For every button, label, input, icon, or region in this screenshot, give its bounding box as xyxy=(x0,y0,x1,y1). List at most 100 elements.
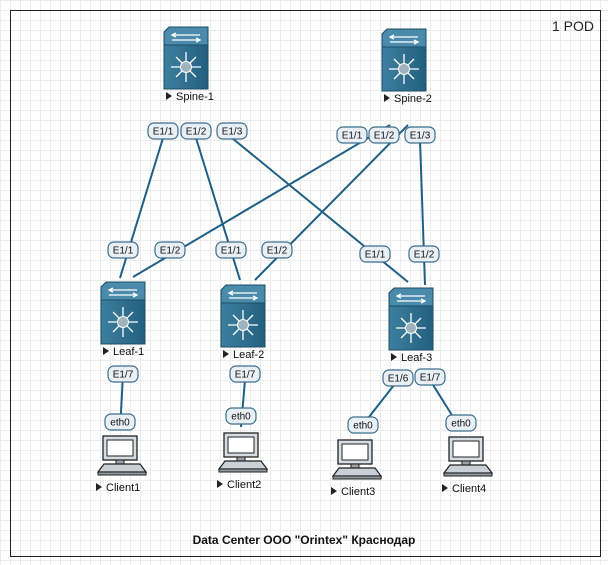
port-badge-bg xyxy=(215,241,247,259)
port-leaf3-E1-7: E1/7 xyxy=(414,368,446,386)
port-leaf3-E1-1: E1/1 xyxy=(359,245,391,263)
pc-icon xyxy=(96,435,148,476)
port-label: E1/6 xyxy=(388,374,409,385)
device-leaf1[interactable]: Leaf-1 xyxy=(100,281,146,358)
port-label: E1/2 xyxy=(186,127,207,138)
port-spine1-E1-1: E1/1 xyxy=(147,122,179,140)
device-label: Client3 xyxy=(341,486,375,498)
device-client3[interactable]: Client3 xyxy=(331,439,383,498)
port-label: eth0 xyxy=(451,419,471,430)
label-marker-icon xyxy=(217,480,223,488)
device-label: Client1 xyxy=(106,482,140,494)
label-marker-icon xyxy=(103,347,109,355)
device-client2[interactable]: Client2 xyxy=(217,432,269,491)
port-leaf1-E1-7: E1/7 xyxy=(107,365,139,383)
port-leaf3-E1-6: E1/6 xyxy=(382,369,414,387)
port-badge-bg xyxy=(107,241,139,259)
port-badge-bg xyxy=(414,368,446,386)
label-marker-icon xyxy=(166,92,172,100)
device-label: Leaf-2 xyxy=(233,349,264,361)
port-label: E1/1 xyxy=(365,250,386,261)
label-marker-icon xyxy=(384,94,390,102)
port-leaf1-E1-2: E1/2 xyxy=(154,241,186,259)
link-spine1-leaf2 xyxy=(195,137,241,281)
label-marker-icon xyxy=(391,353,397,361)
port-label: E1/7 xyxy=(420,373,441,384)
port-badge-bg xyxy=(180,122,212,140)
pod-frame xyxy=(10,10,601,557)
port-badge-bg xyxy=(382,369,414,387)
port-spine2-E1-3: E1/3 xyxy=(404,126,436,144)
port-badge-bg xyxy=(261,241,293,259)
port-label: E1/1 xyxy=(153,127,174,138)
port-label: E1/3 xyxy=(222,127,243,138)
label-marker-icon xyxy=(223,350,229,358)
port-badge-bg xyxy=(225,407,257,425)
port-badge-bg xyxy=(404,126,436,144)
port-label: E1/1 xyxy=(221,246,242,257)
port-leaf3-E1-2: E1/2 xyxy=(408,245,440,263)
device-leaf2[interactable]: Leaf-2 xyxy=(220,284,266,361)
port-badge-bg xyxy=(336,126,368,144)
port-client4-eth0: eth0 xyxy=(445,414,477,432)
port-badge-bg xyxy=(408,245,440,263)
device-label: Spine-2 xyxy=(394,93,432,105)
pc-icon xyxy=(217,432,269,473)
port-badge-bg xyxy=(347,416,379,434)
port-label: E1/1 xyxy=(113,246,134,257)
device-label: Spine-1 xyxy=(176,91,214,103)
port-label: E1/2 xyxy=(267,246,288,257)
port-client3-eth0: eth0 xyxy=(347,416,379,434)
switch-icon xyxy=(163,26,209,90)
port-badge-bg xyxy=(147,122,179,140)
switch-icon xyxy=(100,281,146,345)
port-label: E1/2 xyxy=(160,246,181,257)
port-label: E1/7 xyxy=(113,370,134,381)
link-spine2-leaf3 xyxy=(419,139,426,286)
label-marker-icon xyxy=(331,487,337,495)
label-marker-icon xyxy=(96,483,102,491)
device-client1[interactable]: Client1 xyxy=(96,435,148,494)
pod-label: 1 POD xyxy=(551,18,594,34)
device-leaf3[interactable]: Leaf-3 xyxy=(388,287,434,364)
port-label: eth0 xyxy=(231,412,251,423)
diagram-title: Data Center ООО "Orintex" Краснодар xyxy=(192,533,416,547)
port-client2-eth0: eth0 xyxy=(225,407,257,425)
port-badge-bg xyxy=(107,365,139,383)
device-label: Client4 xyxy=(452,483,486,495)
port-spine2-E1-1: E1/1 xyxy=(336,126,368,144)
switch-icon xyxy=(388,287,434,351)
switch-icon xyxy=(381,28,427,92)
port-spine1-E1-3: E1/3 xyxy=(216,122,248,140)
pc-icon xyxy=(331,439,383,480)
port-leaf2-E1-7: E1/7 xyxy=(229,365,261,383)
port-label: E1/3 xyxy=(410,131,431,142)
device-label: Leaf-1 xyxy=(113,346,144,358)
port-label: E1/1 xyxy=(342,131,363,142)
port-leaf2-E1-1: E1/1 xyxy=(215,241,247,259)
port-badge-bg xyxy=(154,241,186,259)
port-badge-bg xyxy=(104,413,136,431)
port-badge-bg xyxy=(445,414,477,432)
port-label: E1/2 xyxy=(414,250,435,261)
label-marker-icon xyxy=(442,484,448,492)
device-spine2[interactable]: Spine-2 xyxy=(381,28,432,105)
port-badge-bg xyxy=(359,245,391,263)
port-label: eth0 xyxy=(353,421,373,432)
switch-icon xyxy=(220,284,266,348)
pc-icon xyxy=(442,436,494,477)
device-spine1[interactable]: Spine-1 xyxy=(163,26,214,103)
port-spine1-E1-2: E1/2 xyxy=(180,122,212,140)
port-label: E1/2 xyxy=(374,131,395,142)
device-label: Leaf-3 xyxy=(401,352,432,364)
port-badge-bg xyxy=(229,365,261,383)
port-client1-eth0: eth0 xyxy=(104,413,136,431)
port-spine2-E1-2: E1/2 xyxy=(368,126,400,144)
device-client4[interactable]: Client4 xyxy=(442,436,494,495)
port-leaf1-E1-1: E1/1 xyxy=(107,241,139,259)
device-label: Client2 xyxy=(227,479,261,491)
port-badge-bg xyxy=(216,122,248,140)
port-badge-bg xyxy=(368,126,400,144)
port-label: E1/7 xyxy=(235,370,256,381)
